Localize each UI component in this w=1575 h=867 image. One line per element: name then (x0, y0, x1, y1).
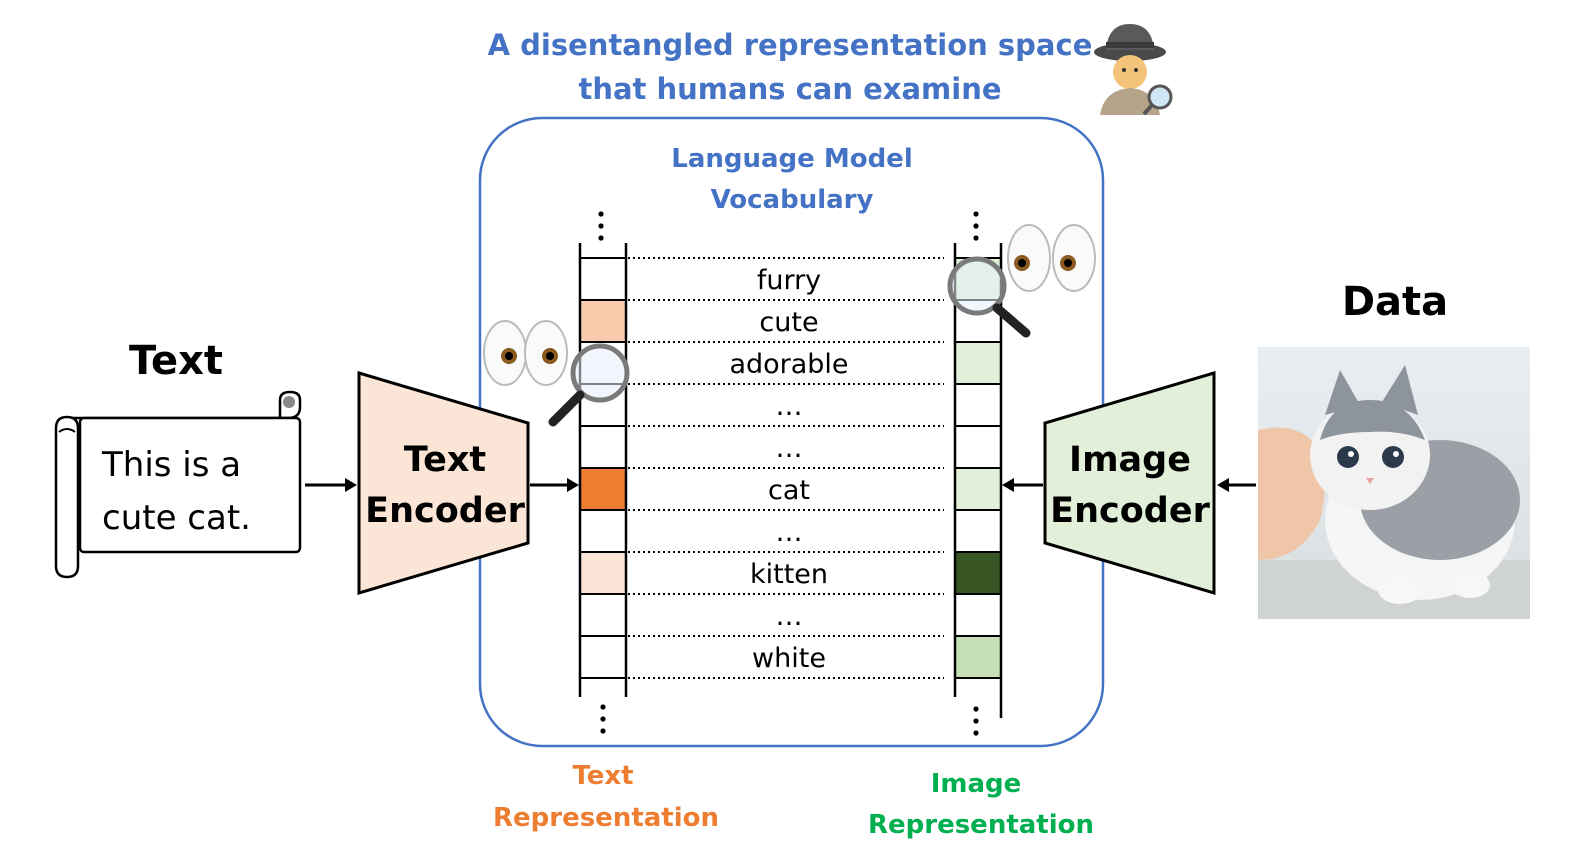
text-column-dots-bottom (600, 704, 606, 734)
text-rep-cell (579, 509, 627, 553)
vocab-word: white (752, 643, 826, 674)
vocab-word: … (776, 517, 803, 548)
scroll-text-line2: cute cat. (102, 498, 251, 538)
vocab-word: kitten (750, 559, 828, 590)
eyes-icon (1007, 224, 1096, 292)
image-rep-cell (954, 341, 1002, 385)
image-rep-cell (954, 593, 1002, 637)
detective-icon (1094, 24, 1173, 116)
vocab-word: furry (757, 265, 821, 296)
text-rep-cell (579, 551, 627, 595)
text-rep-label-line1: Text (572, 761, 633, 791)
magnifier-icon (947, 256, 1031, 338)
image-column-dots-top (973, 211, 979, 241)
eyes-icon (483, 320, 568, 386)
image-representation-column (954, 257, 1002, 679)
image-rep-cell (954, 467, 1002, 511)
image-encoder-shape (1043, 370, 1216, 596)
image-rep-label-line2: Representation (868, 810, 1094, 840)
text-rep-cell (579, 299, 627, 343)
image-rep-cell (954, 551, 1002, 595)
text-rep-cell (579, 593, 627, 637)
arrow-icon (1002, 478, 1043, 492)
text-rep-cell (579, 425, 627, 469)
image-column-dots-bottom (973, 706, 979, 736)
text-column-dots-top (598, 211, 604, 241)
text-representation-column (579, 257, 627, 679)
header-title-line2: that humans can examine (578, 72, 1001, 106)
image-rep-cell (954, 635, 1002, 679)
box-title-line2: Vocabulary (711, 185, 874, 215)
image-rep-cell (954, 509, 1002, 553)
text-encoder-label-line2: Encoder (365, 491, 525, 531)
arrow-icon (530, 478, 579, 492)
vocab-word: cat (768, 475, 810, 506)
vocab-word: … (776, 433, 803, 464)
vocab-word: cute (759, 307, 818, 338)
arrow-icon (305, 478, 357, 492)
scroll-icon (54, 390, 302, 579)
image-rep-cell (954, 383, 1002, 427)
image-rep-label-line1: Image (931, 769, 1022, 799)
arrow-icon (1217, 478, 1256, 492)
text-heading: Text (129, 338, 223, 384)
text-encoder-shape (357, 370, 530, 596)
image-encoder-label-line2: Encoder (1050, 491, 1210, 531)
vocabulary-words: furry cute adorable … … cat … kitten … white (628, 257, 944, 679)
scroll-text-line1: This is a (101, 445, 241, 485)
data-heading: Data (1342, 279, 1448, 325)
image-rep-cell (954, 425, 1002, 469)
vocab-word: … (776, 391, 803, 422)
text-rep-cell (579, 467, 627, 511)
kitten-photo (1258, 347, 1530, 619)
vocab-word: adorable (729, 349, 848, 380)
text-rep-cell (579, 257, 627, 301)
box-title-line1: Language Model (671, 144, 912, 174)
vocab-word: … (776, 601, 803, 632)
image-encoder-label-line1: Image (1069, 440, 1191, 480)
text-encoder-label-line1: Text (404, 440, 486, 480)
text-rep-label-line2: Representation (493, 803, 719, 833)
header-title-line1: A disentangled representation space (488, 28, 1093, 62)
text-rep-cell (579, 635, 627, 679)
magnifier-icon (548, 343, 630, 427)
